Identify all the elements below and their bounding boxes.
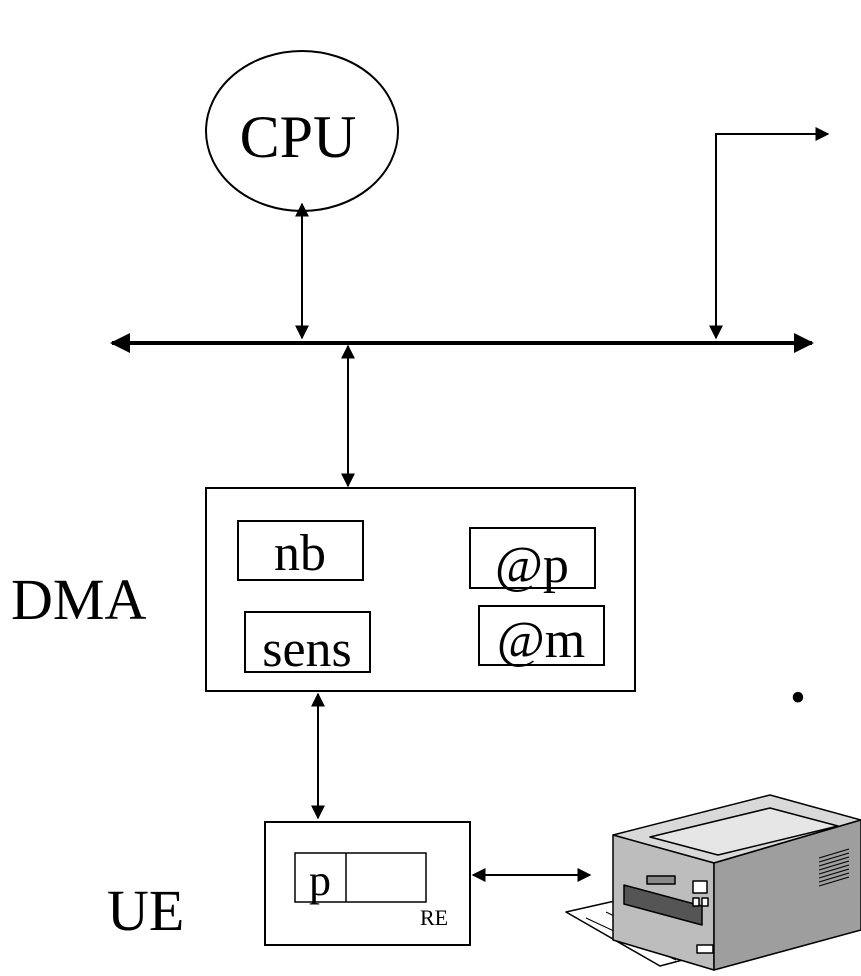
printer-icon (565, 794, 861, 971)
at-p-register (469, 527, 596, 589)
bullet-point: • (790, 673, 805, 722)
dma-label: DMA (11, 567, 146, 632)
nb-register (237, 520, 364, 581)
dma-box (205, 487, 636, 692)
ue-box (264, 821, 471, 946)
nb-register-label: nb (274, 525, 326, 582)
bus-branch-arrow (715, 127, 830, 338)
ue-label: UE (107, 878, 184, 943)
ue-data-register (294, 852, 427, 903)
cpu-label: CPU (240, 104, 357, 170)
ue-register-p-label: p (309, 856, 331, 905)
sens-register (244, 611, 371, 673)
sens-register-label: sens (262, 621, 352, 678)
at-p-register-label: @p (495, 537, 569, 594)
at-m-register-label: @m (497, 612, 585, 669)
ue-register-re-label: RE (420, 905, 448, 930)
at-m-register (478, 605, 605, 666)
